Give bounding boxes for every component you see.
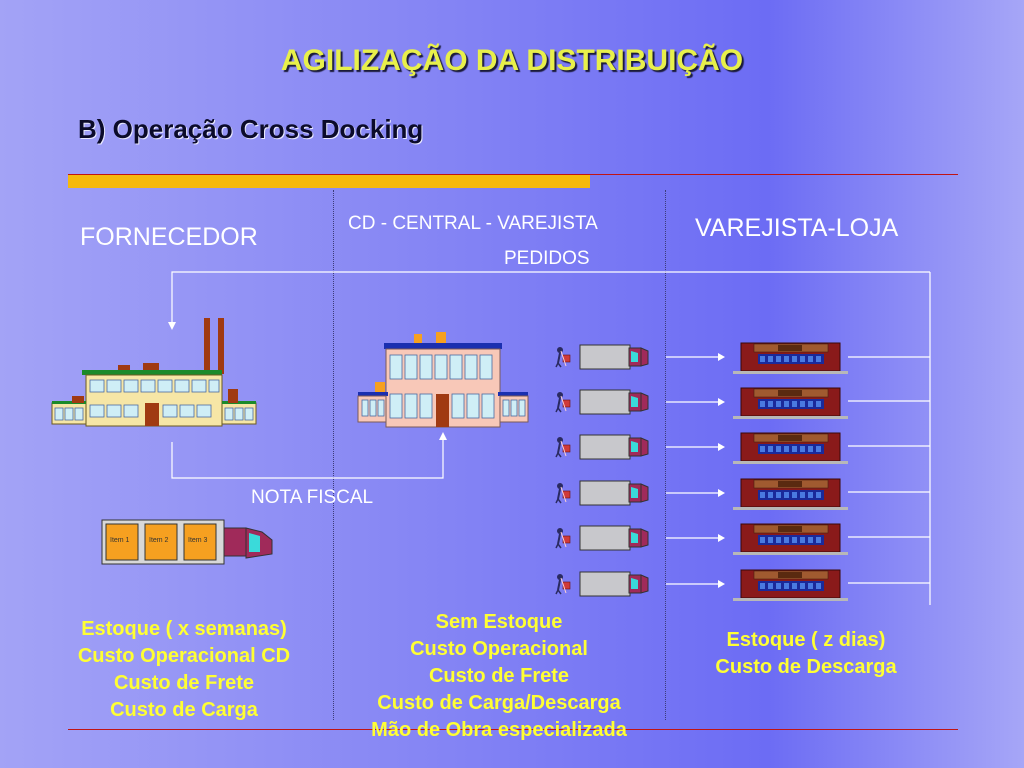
store-icon bbox=[733, 523, 848, 555]
truck-icon bbox=[579, 434, 649, 460]
truck-icon bbox=[579, 525, 649, 551]
truck-icon bbox=[579, 480, 649, 506]
store-icon bbox=[733, 387, 848, 419]
column-header-loja: VAREJISTA-LOJA bbox=[695, 214, 899, 242]
store-icon bbox=[733, 569, 848, 601]
factory-icon bbox=[51, 318, 257, 427]
distribution-center-icon bbox=[357, 332, 529, 428]
truck-item-label: Item 2 bbox=[149, 537, 169, 544]
page-title: AGILIZAÇÃO DA DISTRIBUIÇÃO bbox=[280, 44, 744, 77]
arrow-right-icon bbox=[666, 398, 725, 406]
truck-icon bbox=[579, 389, 649, 415]
note-line: Custo de Descarga bbox=[715, 656, 897, 678]
worker-icon bbox=[555, 574, 571, 595]
arrow-right-icon bbox=[666, 489, 725, 497]
supplier-truck-icon bbox=[101, 519, 273, 565]
note-line: Custo de Frete bbox=[113, 672, 255, 694]
note-line: Mão de Obra especializada bbox=[371, 719, 627, 741]
note-line: Estoque ( x semanas) bbox=[81, 618, 287, 640]
worker-icon bbox=[555, 528, 571, 549]
note-line: Sem Estoque bbox=[435, 611, 563, 633]
page-subtitle: B) Operação Cross Docking bbox=[78, 114, 424, 144]
arrow-right-icon bbox=[666, 580, 725, 588]
highlight-bar bbox=[68, 174, 590, 188]
truck-item-label: Item 3 bbox=[188, 537, 208, 544]
note-line: Custo Operacional CD bbox=[77, 645, 291, 667]
truck-icon bbox=[579, 344, 649, 370]
note-line: Custo de Carga/Descarga bbox=[377, 692, 621, 714]
column-header-fornecedor: FORNECEDOR bbox=[80, 223, 258, 251]
column-header-cd: CD - CENTRAL - VAREJISTA bbox=[348, 213, 598, 234]
notes-cd: Sem Estoque Custo Operacional Custo de F… bbox=[340, 609, 658, 744]
worker-icon bbox=[555, 483, 571, 504]
top-rule bbox=[68, 174, 958, 175]
pedidos-flow-line bbox=[171, 271, 930, 326]
column-divider-right bbox=[665, 190, 666, 720]
note-line: Custo de Carga bbox=[110, 699, 258, 721]
truck-icon bbox=[579, 571, 649, 597]
note-line: Custo de Frete bbox=[428, 665, 570, 687]
notes-fornecedor: Estoque ( x semanas) Custo Operacional C… bbox=[44, 616, 324, 724]
bottom-rule bbox=[68, 729, 958, 730]
truck-item-label: Item 1 bbox=[110, 537, 130, 544]
store-icon bbox=[733, 478, 848, 510]
store-icon bbox=[733, 432, 848, 464]
note-line: Custo Operacional bbox=[410, 638, 588, 660]
store-icon bbox=[733, 342, 848, 374]
note-line: Estoque ( z dias) bbox=[726, 629, 886, 651]
label-pedidos: PEDIDOS bbox=[504, 248, 590, 269]
arrow-up-icon bbox=[439, 432, 447, 440]
column-divider-left bbox=[333, 190, 334, 720]
worker-icon bbox=[555, 347, 571, 368]
arrow-down-icon bbox=[168, 322, 176, 330]
notes-loja: Estoque ( z dias) Custo de Descarga bbox=[676, 627, 936, 681]
worker-icon bbox=[555, 392, 571, 413]
arrow-right-icon bbox=[666, 353, 725, 361]
worker-icon bbox=[555, 437, 571, 458]
arrow-right-icon bbox=[666, 443, 725, 451]
label-nota-fiscal: NOTA FISCAL bbox=[251, 487, 374, 508]
arrow-right-icon bbox=[666, 534, 725, 542]
nota-fiscal-flow-line bbox=[171, 436, 444, 479]
